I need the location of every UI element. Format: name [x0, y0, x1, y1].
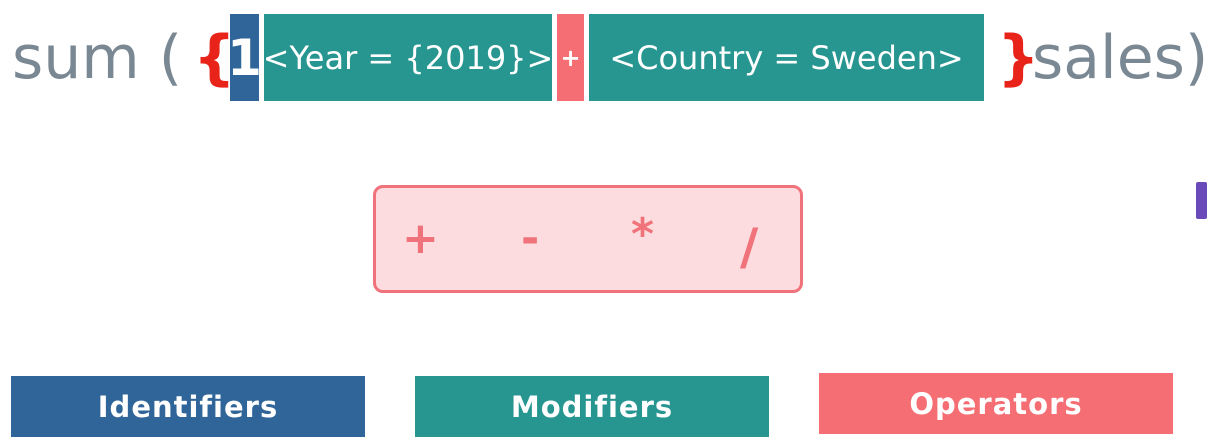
expression-close-brace: }	[997, 23, 1040, 93]
legend-modifiers: Modifiers	[415, 376, 769, 437]
expression-open-brace: {	[193, 23, 236, 93]
operator-minus: -	[521, 213, 540, 264]
expression-field-text: sales)	[1032, 23, 1207, 93]
operator-divide: /	[740, 218, 759, 276]
operator-multiply: *	[631, 209, 655, 260]
edge-marker	[1196, 182, 1207, 219]
operators-panel	[373, 185, 803, 293]
operator-plus: +	[402, 213, 439, 264]
expression-modifier-country-box: <Country = Sweden>	[589, 14, 984, 101]
legend-operators: Operators	[819, 373, 1173, 434]
expression-operator-box: +	[557, 14, 584, 101]
expression-function-text: sum (	[12, 23, 183, 93]
expression-modifier-year-box: <Year = {2019}>	[263, 14, 553, 101]
expression-identifier-box: 1	[227, 14, 262, 101]
legend-identifiers: Identifiers	[11, 376, 365, 437]
